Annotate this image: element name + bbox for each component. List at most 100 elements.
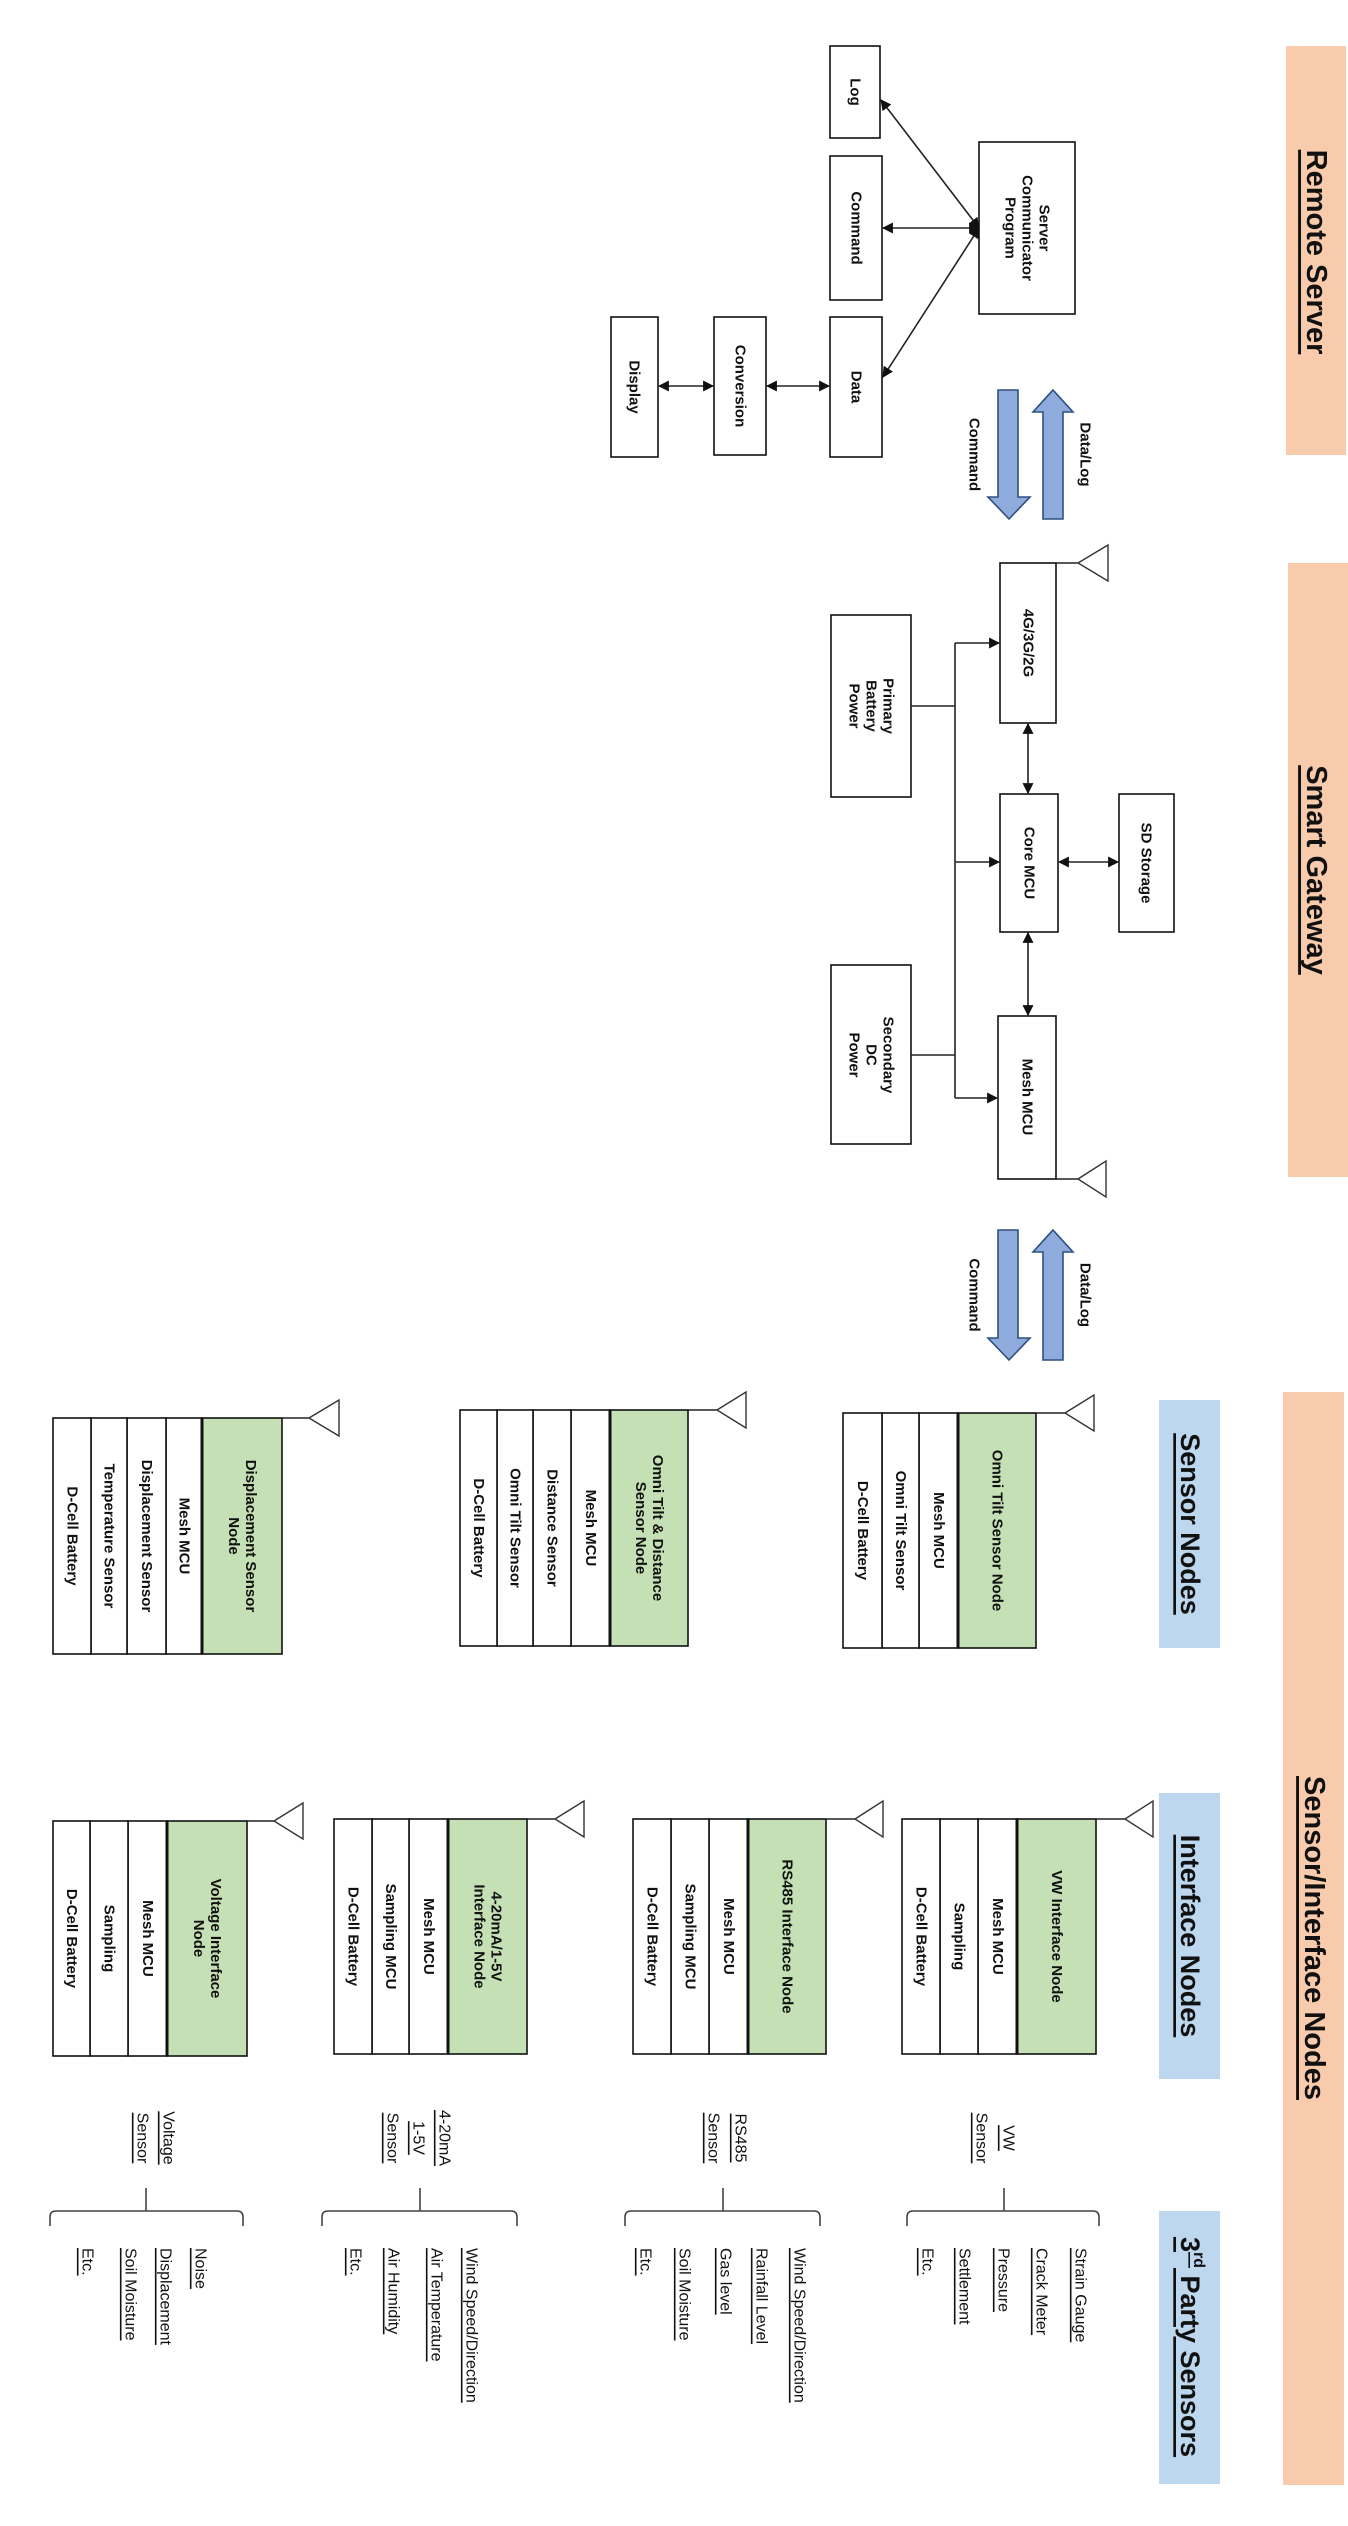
displacement-sensor-node-row-label-line: Temperature Sensor	[101, 1464, 118, 1609]
displacement-sensor-node-row-label-line: Displacement Sensor	[138, 1460, 155, 1613]
voltage-group-sensor-label: Voltage	[160, 2111, 177, 2164]
displacement-sensor-node-row-label: D-Cell Battery	[64, 1486, 81, 1586]
log-box	[829, 45, 881, 139]
current-voltage-interface-node-row-label: D-Cell Battery	[345, 1887, 362, 1987]
current-voltage-interface-node-row-label: Sampling MCU	[382, 1884, 399, 1990]
third-party-title-rest: Party Sensors	[1175, 2268, 1205, 2457]
primary-battery-power-label-line: Primary	[879, 678, 896, 735]
vw-interface-node-antenna-icon	[1123, 1799, 1154, 1839]
primary-battery-power-label-line: Power	[846, 683, 863, 728]
displacement-sensor-node-title: Displacement SensorNode	[225, 1460, 259, 1613]
interface-nodes-title: Interface Nodes	[1175, 1835, 1205, 2038]
conversion-label: Conversion	[732, 345, 749, 428]
current-loop-group-sensor-item-line: Wind Speed/Direction	[463, 2248, 480, 2403]
omni-tilt-sensor-node-row-label-line: D-Cell Battery	[854, 1481, 871, 1581]
vw-group-brace	[906, 2188, 1100, 2226]
voltage-interface-node-row-label: D-Cell Battery	[63, 1889, 80, 1989]
displacement-sensor-node-title-line: Node	[225, 1517, 242, 1555]
server-gateway-command-label-line: Command	[966, 418, 983, 491]
conversion-label-line: Conversion	[732, 345, 749, 428]
gateway-mesh-mcu-label: Mesh MCU	[1019, 1059, 1036, 1136]
current-loop-group-sensor-label-line: 1-5V	[410, 2121, 427, 2155]
omni-tilt-distance-sensor-node-antenna-icon	[715, 1390, 747, 1430]
gateway-mesh-mcu-label-line: Mesh MCU	[1019, 1059, 1036, 1136]
vw-group-sensor-item-line: Etc.	[919, 2248, 936, 2276]
current-loop-group-sensor-label: Sensor	[384, 2113, 401, 2164]
command-box	[829, 155, 883, 301]
server-communicator-program-box	[978, 141, 1076, 315]
rs485-interface-node-row-label-line: Mesh MCU	[720, 1898, 737, 1975]
remote-server-title: Remote Server	[1300, 150, 1332, 355]
primary-battery-power-label: PrimaryBatteryPower	[846, 678, 897, 735]
current-voltage-interface-node-title-line: 4-20mA/1-5V	[487, 1891, 504, 1981]
rs485-interface-node-title-line: RS485 Interface Node	[779, 1859, 796, 2013]
current-voltage-interface-node-row	[333, 1818, 373, 2055]
rs485-interface-node-antenna-icon	[853, 1799, 884, 1839]
current-loop-group-sensor-label: 4-20mA	[436, 2110, 453, 2166]
third-party-title-sup: rd	[1190, 2252, 1207, 2268]
current-loop-group-sensor-item-line: Air Temperature	[428, 2248, 445, 2362]
voltage-interface-node-antenna-icon	[272, 1801, 304, 1841]
vw-interface-node-row-label-line: D-Cell Battery	[913, 1887, 930, 1987]
omni-tilt-distance-sensor-node-row-label: Omni Tilt Sensor	[507, 1468, 524, 1588]
primary-battery-power-label-line: Battery	[863, 680, 880, 732]
rs485-group-sensor-item: Wind Speed/Direction	[791, 2248, 808, 2403]
rs485-group-sensor-item: Gas level	[717, 2248, 734, 2315]
smart-gateway-band	[1288, 563, 1348, 1177]
vw-group-sensor-item-line: Pressure	[995, 2248, 1012, 2312]
voltage-interface-node-title: Voltage InterfaceNode	[190, 1879, 224, 1999]
current-voltage-interface-node-title-line: Interface Node	[471, 1884, 488, 1988]
sensor-nodes-title-line: Sensor Nodes	[1175, 1433, 1205, 1615]
current-loop-group-sensor-item: Air Temperature	[428, 2248, 445, 2362]
server-communicator-program-label: ServerCommunicatorProgram	[1002, 175, 1053, 281]
data-label: Data	[848, 371, 865, 404]
vw-group-sensor-item-line: Strain Gauge	[1072, 2248, 1089, 2342]
display-label-line: Display	[626, 360, 643, 414]
interface-nodes-band	[1159, 1793, 1220, 2079]
omni-tilt-distance-sensor-node-row-label: D-Cell Battery	[470, 1478, 487, 1578]
data-box	[829, 316, 883, 458]
omni-tilt-sensor-node-row	[881, 1412, 920, 1649]
omni-tilt-distance-sensor-node-row	[570, 1409, 611, 1647]
gateway-cellular-antenna-icon	[1076, 543, 1109, 583]
current-loop-group-sensor-label-line: 4-20mA	[436, 2110, 453, 2166]
primary-battery-power-box	[830, 614, 912, 798]
omni-tilt-distance-sensor-node-row-label-line: Mesh MCU	[582, 1490, 599, 1567]
voltage-interface-node-row-label-line: D-Cell Battery	[63, 1889, 80, 1989]
vw-interface-node-row-label: D-Cell Battery	[913, 1887, 930, 1987]
omni-tilt-sensor-node-header	[957, 1412, 1037, 1649]
gateway-mesh-antenna-icon	[1076, 1159, 1107, 1199]
omni-tilt-distance-sensor-node-row	[496, 1409, 534, 1647]
rs485-group-sensor-label: RS485	[732, 2114, 749, 2163]
rs485-group-sensor-item: Rainfall Level	[753, 2248, 770, 2344]
remote-server-band	[1286, 46, 1346, 455]
secondary-dc-power-label-line: Power	[846, 1032, 863, 1077]
gateway-nodes-command-label: Command	[966, 1258, 983, 1331]
displacement-sensor-node-row-label-line: Mesh MCU	[176, 1498, 193, 1575]
voltage-interface-node-row	[89, 1820, 129, 2057]
vw-group-sensor-label-line: Sensor	[973, 2113, 990, 2164]
core-mcu-label-line: Core MCU	[1021, 827, 1038, 900]
voltage-group-sensor-item: Soil Moisture	[122, 2248, 139, 2341]
server-gateway-data-log-arrow-icon	[1031, 388, 1075, 520]
voltage-interface-node-title-line: Node	[190, 1920, 207, 1958]
rs485-group-sensor-item: Soil Moisture	[676, 2248, 693, 2341]
omni-tilt-distance-sensor-node-row	[459, 1409, 498, 1647]
voltage-interface-node-title-line: Voltage Interface	[207, 1879, 224, 1999]
vw-interface-node-row	[901, 1818, 941, 2055]
remote-server-title-line: Remote Server	[1300, 150, 1332, 355]
secondary-dc-power-box	[830, 964, 912, 1145]
rs485-interface-node-title: RS485 Interface Node	[779, 1859, 796, 2013]
rs485-interface-node-row-label-line: D-Cell Battery	[644, 1887, 661, 1987]
voltage-group-sensor-item-line: Soil Moisture	[122, 2248, 139, 2341]
vw-group-sensor-label-line: VW	[1000, 2125, 1017, 2152]
gateway-nodes-command-label-line: Command	[966, 1258, 983, 1331]
vw-interface-node-row	[977, 1818, 1018, 2055]
voltage-group-sensor-item: Displacement	[157, 2248, 174, 2345]
third-party-title-num: 3	[1175, 2237, 1205, 2252]
secondary-dc-power-label: SecondaryDCPower	[846, 1017, 897, 1094]
server-to-log-connector	[880, 99, 980, 229]
omni-tilt-distance-sensor-node-title-line: Omni Tilt & Distance	[649, 1455, 666, 1601]
sd-storage-box	[1118, 793, 1175, 933]
